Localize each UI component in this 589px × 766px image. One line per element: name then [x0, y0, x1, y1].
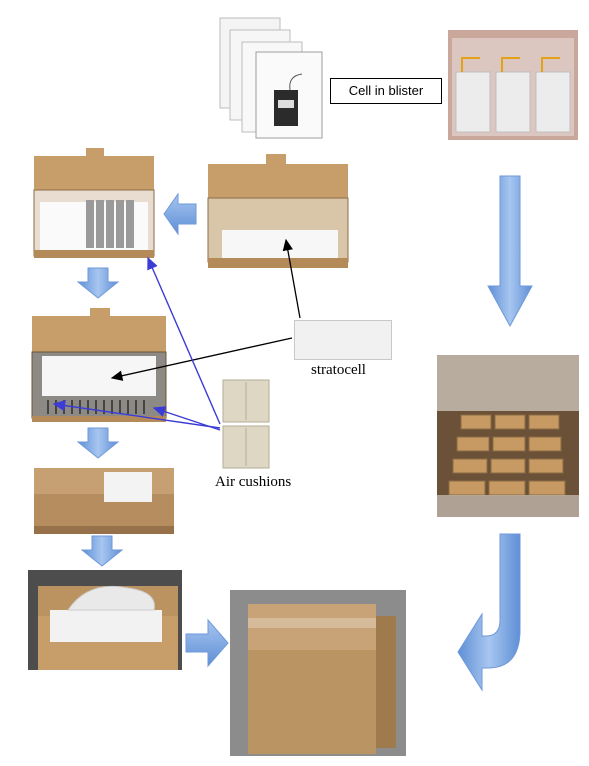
box-with-stratocell-photo	[26, 306, 172, 426]
empty-box-photo	[202, 150, 352, 272]
air-cushions-photo	[221, 378, 271, 470]
taped-small-box-photo	[30, 462, 178, 542]
closed-large-box-photo	[230, 590, 406, 756]
pointer-stratocell-to-insert	[282, 238, 301, 319]
pointer-cushion-to-left-side	[52, 400, 221, 429]
air-cushions-label: Air cushions	[215, 474, 292, 490]
flow-arrow-left	[163, 192, 197, 236]
flow-arrow-down-3	[80, 535, 124, 567]
box-with-cells-photo	[26, 146, 162, 264]
cells-in-blister-photo	[448, 30, 578, 140]
flow-arrow-down-1	[76, 267, 120, 299]
cell-in-blister-label: Cell in blister	[330, 78, 442, 104]
open-large-box-photo	[28, 570, 182, 670]
flow-arrow-curved	[457, 533, 521, 692]
pointer-cushion-to-right-side	[152, 406, 221, 431]
stratocell-swatch	[294, 320, 392, 360]
flow-arrow-right	[185, 618, 229, 668]
pointer-stratocell-to-box	[110, 337, 293, 381]
pallet-boxes-photo	[437, 355, 579, 517]
stratocell-label: stratocell	[311, 362, 366, 378]
blister-cards-photo	[218, 16, 326, 140]
pointer-cushion-to-top-box	[147, 256, 221, 425]
flow-arrow-down-large	[487, 175, 533, 328]
flow-arrow-down-2	[76, 427, 120, 459]
